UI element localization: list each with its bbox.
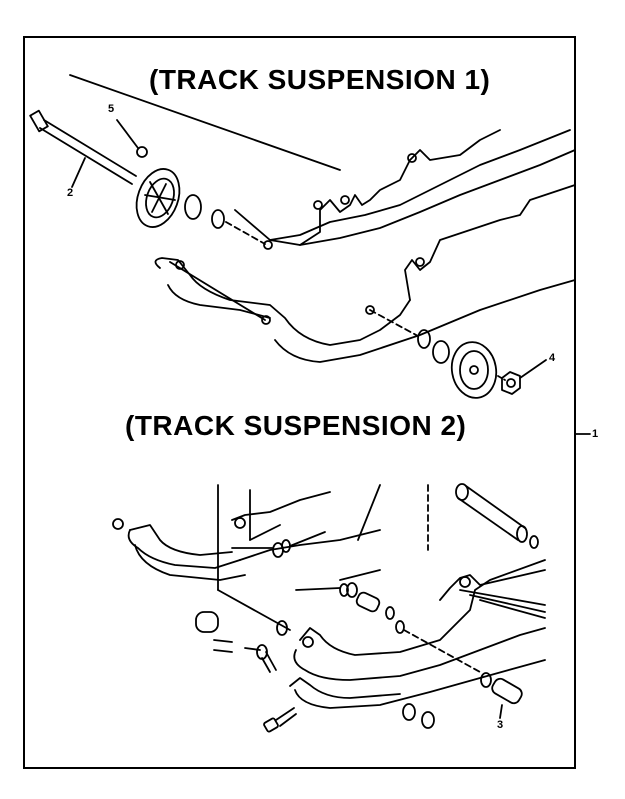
spacer [491, 677, 523, 719]
title-track-suspension-2: (TRACK SUSPENSION 2) [125, 410, 467, 441]
shoulder-bolt [244, 644, 277, 673]
idler-wheel-right [369, 309, 506, 399]
washers [402, 672, 492, 729]
axle-bolt [29, 109, 137, 188]
screw [263, 707, 297, 733]
callout-2: 2 [67, 187, 74, 199]
idler-wheel-left [135, 168, 266, 245]
suspension-1-upper-rail [69, 74, 576, 250]
suspension-2-upper-rail [112, 491, 381, 581]
cross-shaft [455, 483, 539, 549]
callout-1: 1 [592, 428, 599, 440]
callout-3: 3 [497, 719, 504, 731]
cotter-pin [116, 119, 148, 158]
callout-5: 5 [108, 103, 115, 115]
axle-nut [501, 359, 547, 395]
title-track-suspension-1: (TRACK SUSPENSION 1) [149, 64, 491, 95]
suspension-1-lower-rail [154, 184, 576, 363]
spring-bushing-upper [231, 531, 326, 558]
spring-bushing-middle [295, 569, 481, 673]
bushing-cap [195, 611, 288, 653]
diagram-frame [23, 36, 576, 769]
suspension-2-lower-rail [289, 559, 546, 709]
callout-4: 4 [549, 352, 556, 364]
